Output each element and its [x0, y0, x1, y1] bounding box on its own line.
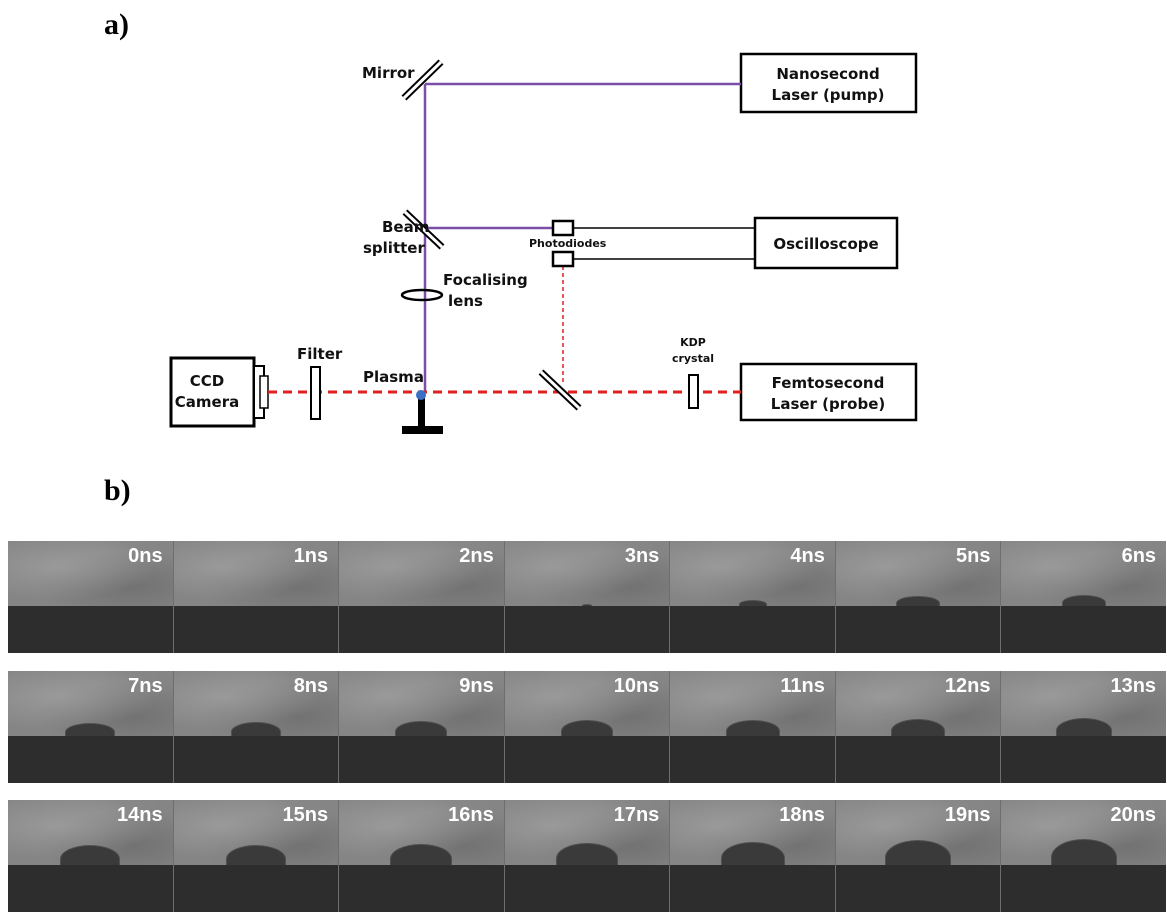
frame-time-label: 17ns [614, 804, 660, 827]
focalising-lens-label-2: lens [448, 292, 483, 310]
target-stand [402, 397, 443, 434]
beam-splitter-label-1: Beam [382, 218, 429, 236]
frame-time-label: 1ns [294, 545, 328, 568]
frame-time-label: 15ns [283, 804, 329, 827]
frame-tile: 18ns [670, 800, 836, 912]
frame-tile: 17ns [505, 800, 671, 912]
femtosecond-laser-label-2: Laser (probe) [771, 395, 885, 413]
frame-time-label: 20ns [1110, 804, 1156, 827]
plasma-dot [416, 390, 426, 400]
focalising-lens-label-1: Focalising [443, 271, 528, 289]
plasma-plume [395, 721, 447, 736]
frame-tile: 2ns [339, 541, 505, 653]
experimental-setup-diagram: Nanosecond Laser (pump) Oscilloscope Fem… [0, 0, 1167, 470]
nanosecond-laser-label-1: Nanosecond [776, 65, 879, 83]
photodiodes-label: Photodiodes [529, 237, 607, 250]
kdp-crystal-label-2: crystal [672, 352, 714, 365]
frame-time-label: 0ns [128, 545, 162, 568]
frame-tile: 10ns [505, 671, 671, 783]
frame-strip-row-2: 7ns 8ns 9ns 10ns 11ns 12ns 13ns [8, 671, 1166, 783]
frame-time-label: 19ns [945, 804, 991, 827]
frame-tile: 5ns [836, 541, 1002, 653]
oscilloscope-box: Oscilloscope [755, 218, 897, 268]
plasma-plume [1056, 718, 1112, 736]
frame-tile: 4ns [670, 541, 836, 653]
focalising-lens [402, 290, 442, 300]
frame-time-label: 13ns [1110, 675, 1156, 698]
frame-time-label: 7ns [128, 675, 162, 698]
filter [311, 367, 320, 419]
frame-time-label: 3ns [625, 545, 659, 568]
femtosecond-laser-box: Femtosecond Laser (probe) [741, 364, 916, 420]
frame-strip-row-1: 0ns 1ns 2ns 3ns 4ns 5ns 6ns [8, 541, 1166, 653]
plasma-label: Plasma [363, 368, 424, 386]
frame-tile: 13ns [1001, 671, 1166, 783]
ccd-camera-label-1: CCD [190, 372, 224, 390]
frame-time-label: 8ns [294, 675, 328, 698]
frame-tile: 0ns [8, 541, 174, 653]
oscilloscope-label: Oscilloscope [773, 235, 878, 253]
frame-time-label: 2ns [459, 545, 493, 568]
ccd-camera: CCD Camera [171, 358, 268, 426]
frame-tile: 3ns [505, 541, 671, 653]
frame-tile: 8ns [174, 671, 340, 783]
plasma-plume [726, 720, 780, 736]
frame-tile: 1ns [174, 541, 340, 653]
beam-splitter-label-2: splitter [363, 239, 425, 257]
plasma-plume [739, 600, 767, 606]
photodiode-top [553, 221, 573, 235]
frame-tile: 11ns [670, 671, 836, 783]
photodiode-bottom [553, 252, 573, 266]
frame-time-label: 10ns [614, 675, 660, 698]
frame-time-label: 4ns [790, 545, 824, 568]
plasma-plume [896, 596, 940, 606]
frame-time-label: 14ns [117, 804, 163, 827]
plasma-plume [231, 722, 281, 736]
frame-time-label: 16ns [448, 804, 494, 827]
frame-time-label: 11ns [780, 675, 824, 698]
nanosecond-laser-box: Nanosecond Laser (pump) [741, 54, 916, 112]
mirror-label: Mirror [362, 64, 415, 82]
plasma-plume [65, 723, 115, 736]
frame-time-label: 12ns [945, 675, 991, 698]
frame-time-label: 9ns [459, 675, 493, 698]
kdp-crystal-label-1: KDP [680, 336, 706, 349]
ccd-camera-label-2: Camera [175, 393, 239, 411]
plasma-plume [582, 604, 592, 606]
frame-time-label: 5ns [956, 545, 990, 568]
frame-tile: 16ns [339, 800, 505, 912]
kdp-crystal [689, 375, 698, 408]
filter-label: Filter [297, 345, 343, 363]
frame-time-label: 18ns [779, 804, 825, 827]
frame-tile: 12ns [836, 671, 1002, 783]
plasma-plume [561, 720, 613, 736]
frame-tile: 15ns [174, 800, 340, 912]
frame-tile: 19ns [836, 800, 1002, 912]
nanosecond-laser-label-2: Laser (pump) [772, 86, 885, 104]
plasma-plume [1062, 595, 1106, 606]
frame-tile: 6ns [1001, 541, 1166, 653]
frame-time-label: 6ns [1122, 545, 1156, 568]
frame-strip-row-3: 14ns 15ns 16ns 17ns 18ns 19ns 20ns [8, 800, 1166, 912]
panel-b-label: b) [104, 474, 131, 508]
frame-tile: 20ns [1001, 800, 1166, 912]
frame-tile: 14ns [8, 800, 174, 912]
frame-tile: 9ns [339, 671, 505, 783]
plasma-plume [891, 719, 945, 736]
frame-tile: 7ns [8, 671, 174, 783]
femtosecond-laser-label-1: Femtosecond [772, 374, 885, 392]
